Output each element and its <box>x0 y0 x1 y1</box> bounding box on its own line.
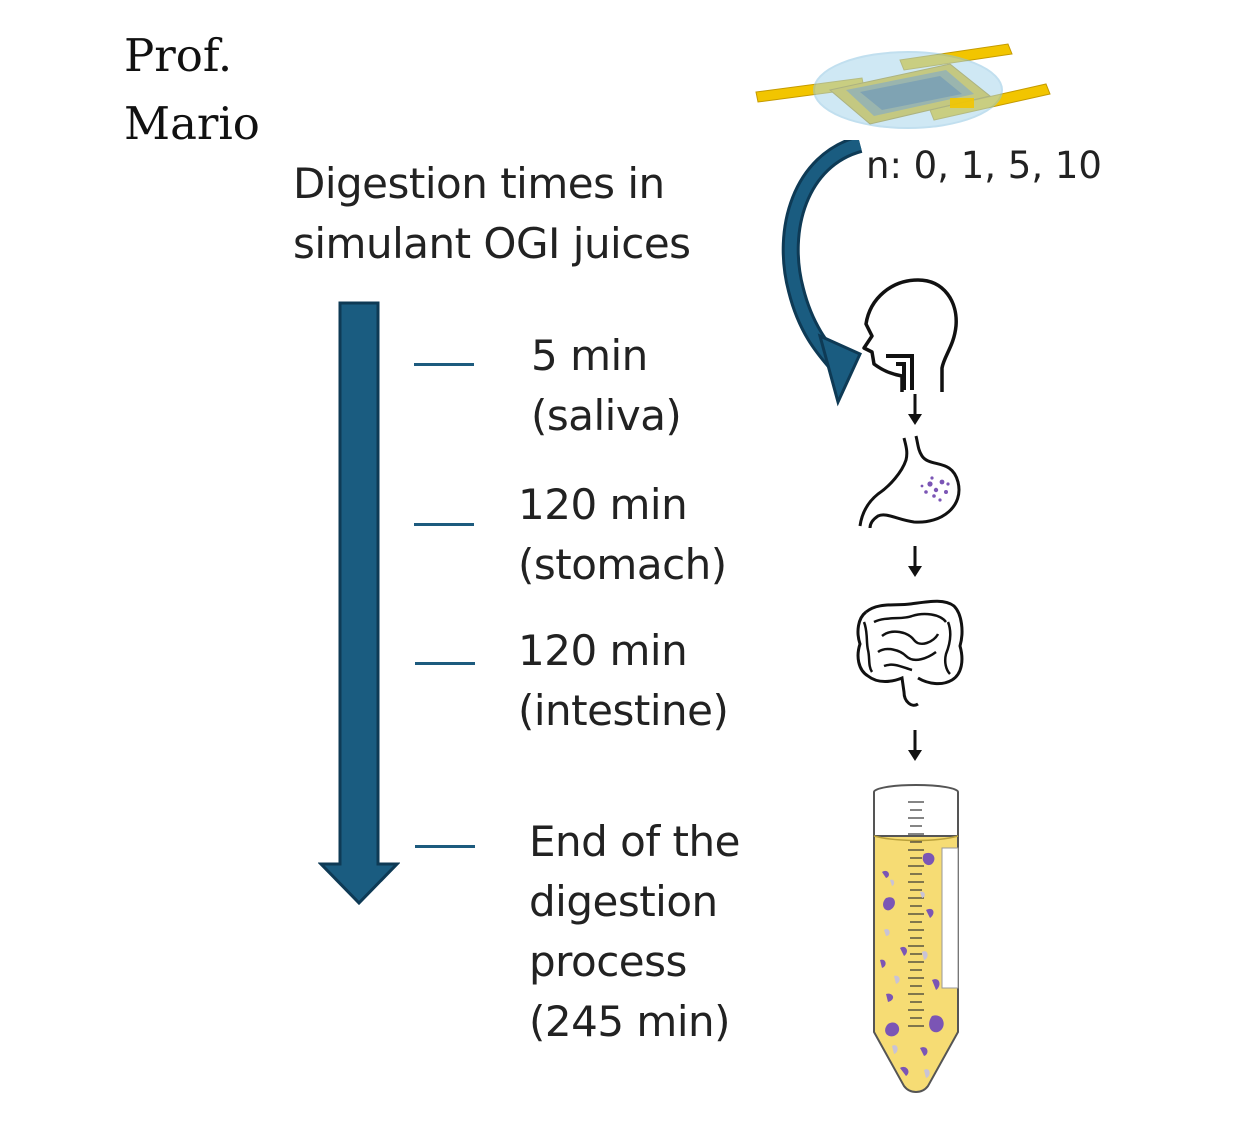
timeline-tick-saliva <box>414 363 474 366</box>
stomach-icon <box>858 435 961 529</box>
timeline-arrow <box>318 301 400 906</box>
stage-end-line-3: process <box>529 937 687 986</box>
stage-intestine-name: (intestine) <box>518 686 729 735</box>
cycles-label: n: 0, 1, 5, 10 <box>866 144 1102 187</box>
stage-end-line-1: End of the <box>529 817 740 866</box>
stage-stomach-time: 120 min <box>518 480 688 529</box>
stage-intestine-time: 120 min <box>518 626 688 675</box>
stage-label-saliva: 5 min (saliva) <box>531 326 682 446</box>
down-arrow-icon <box>908 730 922 761</box>
stage-label-end: End of the digestion process (245 min) <box>529 812 740 1052</box>
diagram-title: Digestion times in simulant OGI juices <box>293 154 691 274</box>
timeline-tick-stomach <box>414 523 474 526</box>
author-name: Prof. Mario <box>124 22 260 158</box>
timeline-tick-end <box>415 845 475 848</box>
stage-label-stomach: 120 min (stomach) <box>518 475 727 595</box>
diagram-title-line-2: simulant OGI juices <box>293 219 691 268</box>
stage-end-line-2: digestion <box>529 877 718 926</box>
falcon-tube-icon <box>873 784 959 1093</box>
timeline-tick-intestine <box>415 662 475 665</box>
sensor-device-icon <box>755 43 1051 129</box>
author-line-1: Prof. <box>124 29 233 82</box>
down-arrow-icon <box>908 546 922 577</box>
stage-saliva-time: 5 min <box>531 331 648 380</box>
curved-arrow-icon <box>781 140 863 407</box>
stage-stomach-name: (stomach) <box>518 540 727 589</box>
author-line-2: Mario <box>124 97 260 150</box>
down-arrow-icon <box>908 394 922 425</box>
head-mouth-icon <box>862 278 958 392</box>
diagram-title-line-1: Digestion times in <box>293 159 665 208</box>
stage-saliva-name: (saliva) <box>531 391 682 440</box>
stage-label-intestine: 120 min (intestine) <box>518 621 729 741</box>
intestine-icon <box>856 599 964 707</box>
stage-end-line-4: (245 min) <box>529 997 730 1046</box>
